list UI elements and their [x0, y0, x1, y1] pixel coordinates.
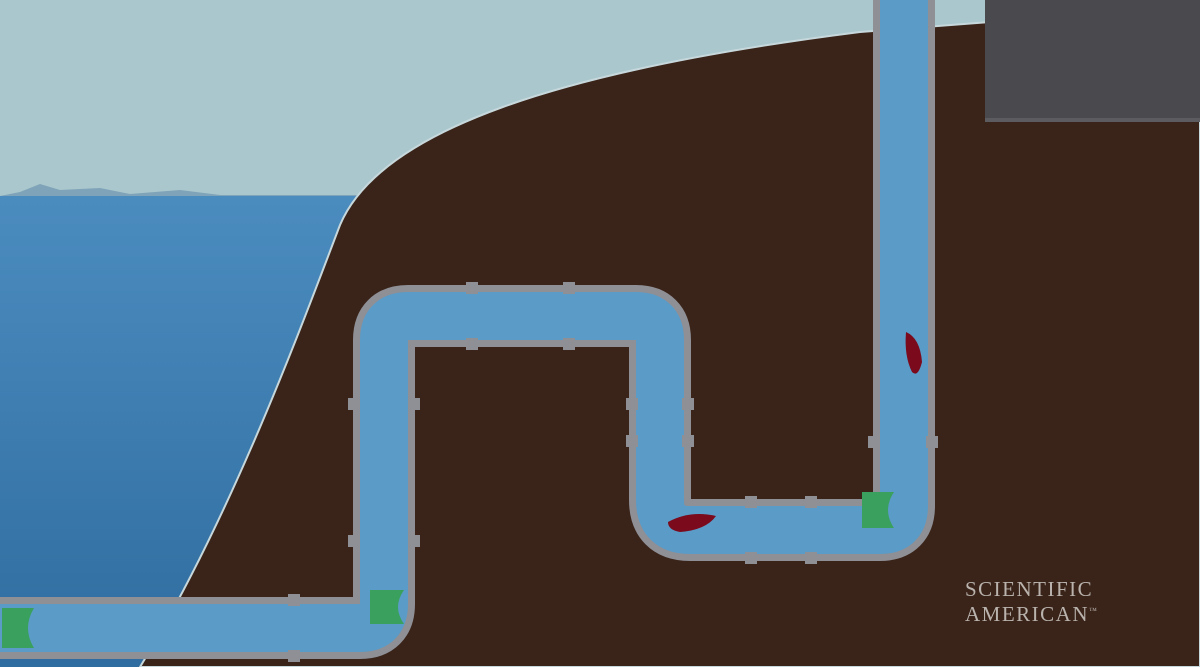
check-valve-icon — [862, 492, 894, 528]
check-valve-icon — [370, 590, 404, 624]
scientific-american-logo: SCIENTIFIC AMERICAN™ — [965, 578, 1145, 625]
check-valve-icon — [2, 608, 34, 648]
debris-icon — [905, 332, 922, 374]
logo-line-1: SCIENTIFIC — [965, 577, 1094, 601]
logo-line-2: AMERICAN™ — [965, 602, 1097, 626]
building — [985, 0, 1200, 122]
building-edge — [985, 118, 1200, 122]
distant-hills — [0, 184, 360, 198]
debris-icon — [668, 514, 716, 532]
trademark-symbol: ™ — [1089, 606, 1097, 615]
pipe-joints — [288, 282, 938, 662]
